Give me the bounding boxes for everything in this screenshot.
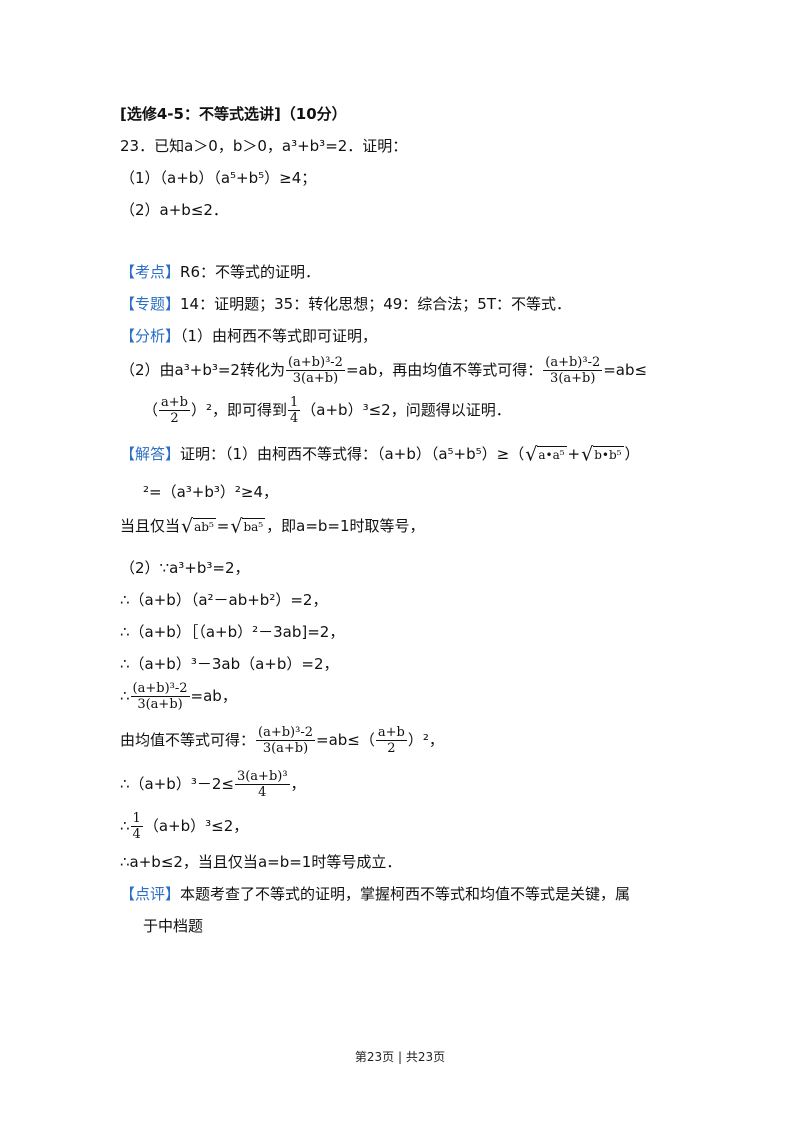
fenxi-text-3b: ）²，即可得到 (190, 401, 287, 419)
jieda-line-6: ∴（a+b）［（a+b）²－3ab]=2， (120, 623, 345, 641)
sqrt-radicand: ba⁵ (242, 517, 266, 534)
section-header: [选修4-5：不等式选讲]（10分） (120, 105, 347, 123)
jieda-line-5: ∴（a+b）（a²－ab+b²）=2， (120, 591, 328, 609)
fraction-denominator: 2 (375, 740, 407, 756)
fenxi-text-1: （1）由柯西不等式即可证明， (180, 327, 378, 345)
fraction-numerator: (a+b)³-2 (132, 681, 188, 696)
sqrt-expression: √ab⁵ (181, 515, 216, 538)
jieda-text-9b: =ab≤（ (316, 731, 375, 749)
fraction-numerator: 1 (290, 395, 299, 410)
sqrt-expression: √b•b⁵ (581, 443, 624, 466)
problem-statement: 23．已知a＞0，b＞0，a³+b³=2．证明： (120, 137, 408, 155)
jieda-tag: 【解答】 (120, 445, 181, 463)
dianping-text-1: 本题考查了不等式的证明，掌握柯西不等式和均值不等式是关键，属 (180, 885, 631, 903)
fraction-denominator: 3(a+b) (543, 370, 603, 386)
fraction-numerator: a+b (377, 725, 405, 740)
sqrt-expression: √ba⁵ (230, 515, 266, 538)
fraction-numerator: 3(a+b)³ (236, 769, 288, 784)
page-footer: 第23页 | 共23页 (354, 1050, 446, 1064)
fraction-numerator: (a+b)³-2 (287, 355, 343, 370)
sqrt-radicand: b•b⁵ (593, 445, 624, 462)
jieda-text-11a: ∴ (120, 817, 130, 835)
jieda-text-3a: 当且仅当 (120, 517, 181, 535)
jieda-text-3c: ，即a=b=1时取等号， (266, 517, 425, 535)
jieda-text-1a: 证明：（1）由柯西不等式得：（a+b）（a⁵+b⁵）≥（ (180, 445, 525, 463)
jieda-text-8a: ∴ (120, 687, 130, 705)
dianping-tag: 【点评】 (120, 885, 181, 903)
sqrt-expression: √a•a⁵ (525, 443, 567, 466)
fraction-numerator: (a+b)³-2 (545, 355, 601, 370)
fraction-denominator: 3(a+b) (285, 370, 345, 386)
kaodian-tag: 【考点】 (120, 263, 181, 281)
problem-part-2: （2）a+b≤2． (120, 201, 228, 219)
jieda-line-1: 【解答】证明：（1）由柯西不等式得：（a+b）（a⁵+b⁵）≥（√a•a⁵+√b… (120, 440, 640, 469)
jieda-text-9a: 由均值不等式可得： (120, 731, 256, 749)
kaodian-text: R6：不等式的证明． (180, 263, 320, 281)
fraction-numerator: (a+b)³-2 (258, 725, 313, 740)
fenxi-text-3c: （a+b）³≤2，问题得以证明． (301, 401, 511, 419)
fenxi-text-2a: （2）由a³+b³=2转化为 (120, 361, 285, 379)
fenxi-text-2b: =ab，再由均值不等式可得： (345, 361, 543, 379)
fenxi-tag: 【分析】 (120, 327, 181, 345)
fraction-denominator: 4 (130, 826, 143, 842)
jieda-text-9c: ）²， (407, 731, 444, 749)
jieda-text-8b: =ab， (190, 687, 237, 705)
jieda-line-12: ∴a+b≤2，当且仅当a=b=1时等号成立． (120, 853, 402, 871)
jieda-line-3: 当且仅当√ab⁵=√ba⁵，即a=b=1时取等号， (120, 512, 425, 541)
jieda-text-3b: = (216, 517, 230, 535)
jieda-text-11b: （a+b）³≤2， (143, 817, 249, 835)
fraction-numerator: 1 (132, 811, 141, 826)
fenxi-line-1: 【分析】（1）由柯西不等式即可证明， (120, 326, 377, 346)
zhuanti-line: 【专题】14：证明题；35：转化思想；49：综合法；5T：不等式． (120, 294, 571, 314)
zhuanti-tag: 【专题】 (120, 295, 181, 313)
fenxi-text-3a: （ (143, 401, 159, 419)
jieda-text-1c: ） (624, 445, 640, 463)
fraction-denominator: 4 (288, 410, 301, 426)
sqrt-radicand: ab⁵ (193, 517, 216, 534)
jieda-text-1b: + (567, 445, 581, 463)
zhuanti-text: 14：证明题；35：转化思想；49：综合法；5T：不等式． (180, 295, 571, 313)
kaodian-line: 【考点】R6：不等式的证明． (120, 262, 320, 282)
fraction-denominator: 3(a+b) (130, 696, 190, 712)
dianping-line-1: 【点评】本题考查了不等式的证明，掌握柯西不等式和均值不等式是关键，属 (120, 884, 630, 904)
fraction-denominator: 3(a+b) (256, 740, 315, 756)
jieda-text-10b: ， (290, 775, 306, 793)
problem-part-1: （1）（a+b）（a⁵+b⁵）≥4； (120, 169, 317, 187)
fraction-denominator: 2 (159, 410, 190, 426)
fraction-denominator: 4 (234, 784, 290, 800)
jieda-line-4: （2）∵a³+b³=2， (120, 559, 250, 577)
dianping-line-2: 于中档题 (143, 917, 204, 935)
jieda-line-2: ²=（a³+b³）²≥4， (143, 483, 279, 501)
jieda-line-7: ∴（a+b）³－3ab（a+b）=2， (120, 655, 339, 673)
fraction-numerator: a+b (161, 395, 188, 410)
jieda-text-10a: ∴（a+b）³－2≤ (120, 775, 234, 793)
fenxi-text-2c: =ab≤ (603, 361, 648, 379)
sqrt-radicand: a•a⁵ (537, 445, 567, 462)
